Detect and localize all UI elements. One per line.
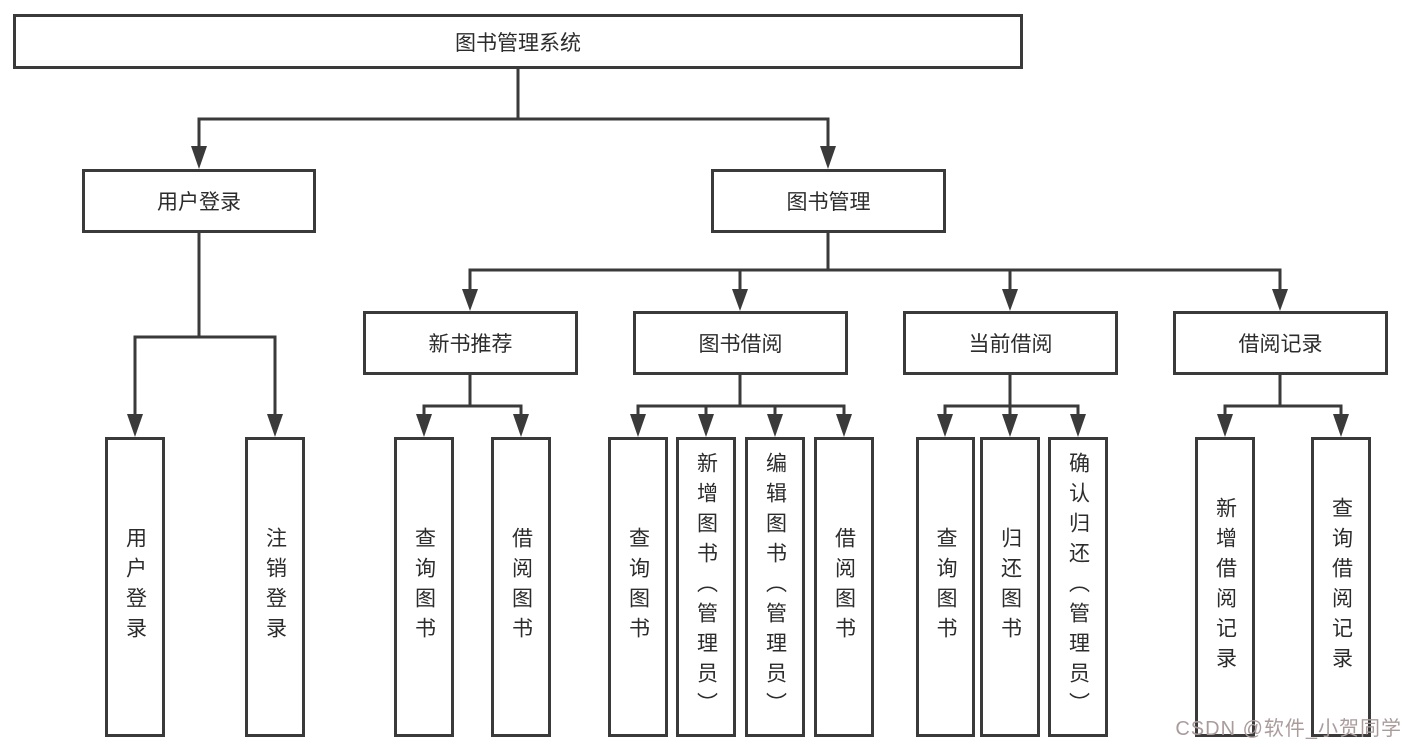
leaf-borrow-books-recommend: 借阅图书 [491,437,551,737]
leaf-add-books-admin: 新增图书（管理员） [676,437,736,737]
leaf-edit-books-admin: 编辑图书（管理员） [745,437,805,737]
node-user-login: 用户登录 [82,169,316,233]
csdn-watermark: CSDN @软件_小贺同学 [1175,718,1402,740]
leaf-query-books-borrowing: 查询图书 [608,437,668,737]
node-book-management: 图书管理 [711,169,946,233]
leaf-query-books-current: 查询图书 [916,437,975,737]
node-new-book-recommend: 新书推荐 [363,311,578,375]
leaf-confirm-return-admin: 确认归还（管理员） [1048,437,1108,737]
node-book-borrowing: 图书借阅 [633,311,848,375]
node-current-borrowing: 当前借阅 [903,311,1118,375]
leaf-user-login: 用户登录 [105,437,165,737]
leaf-query-books-recommend: 查询图书 [394,437,454,737]
leaf-add-borrow-record: 新增借阅记录 [1195,437,1255,737]
leaf-logout: 注销登录 [245,437,305,737]
leaf-borrow-books: 借阅图书 [814,437,874,737]
node-borrow-records: 借阅记录 [1173,311,1388,375]
leaf-return-books: 归还图书 [980,437,1040,737]
node-library-management-system: 图书管理系统 [13,14,1023,69]
leaf-query-borrow-record: 查询借阅记录 [1311,437,1371,737]
arrowheads [127,146,1349,437]
